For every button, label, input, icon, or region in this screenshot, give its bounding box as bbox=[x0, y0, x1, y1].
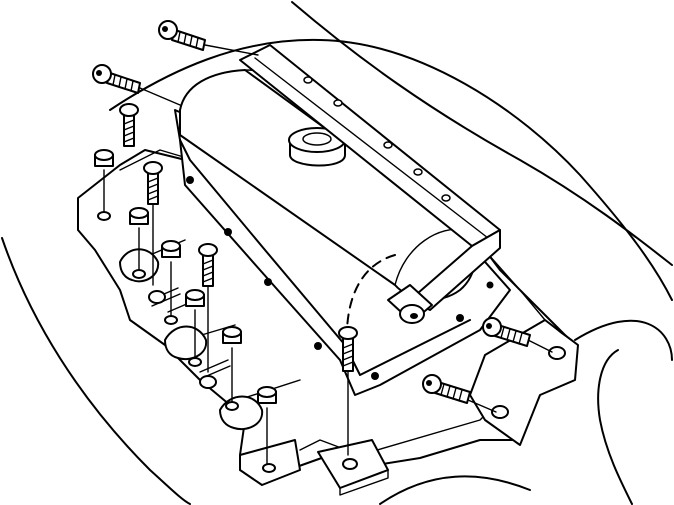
right-bracket-hole-upper bbox=[548, 346, 566, 360]
nut-6 bbox=[257, 386, 277, 473]
bracket-rail-inner bbox=[254, 57, 489, 239]
screw-shank bbox=[106, 72, 141, 94]
screw-right-1 bbox=[482, 317, 553, 353]
bracket-hole bbox=[383, 141, 393, 149]
rivet bbox=[371, 372, 379, 380]
bracket-hole bbox=[333, 99, 343, 107]
left-lower-curve bbox=[1, 237, 191, 505]
bottom-tab-hole bbox=[342, 458, 358, 470]
retaining-bracket bbox=[239, 44, 501, 324]
bracket-stud-hole bbox=[410, 313, 418, 319]
inflator-cap bbox=[288, 127, 346, 167]
nut-seat bbox=[97, 211, 111, 221]
front-mounting-tabs bbox=[239, 439, 389, 496]
bottom-mounting-tab-side bbox=[339, 469, 389, 496]
cap-inner-ring bbox=[302, 132, 332, 146]
screw-head-socket bbox=[96, 70, 102, 76]
tray-left-notch-3 bbox=[219, 395, 264, 430]
rivet bbox=[486, 281, 494, 289]
screw-right-2 bbox=[422, 374, 497, 413]
upper-surface-curve bbox=[291, 1, 673, 266]
screw-thread bbox=[342, 343, 354, 367]
bracket-hole bbox=[441, 194, 451, 202]
screw-head-socket bbox=[426, 380, 432, 386]
nut-seat bbox=[262, 463, 276, 473]
nut-seat bbox=[188, 357, 202, 367]
screw-vertical-3 bbox=[198, 243, 218, 373]
guide-line bbox=[204, 44, 259, 56]
screw-head bbox=[143, 161, 163, 175]
screw-head bbox=[338, 326, 358, 340]
rivet bbox=[186, 176, 194, 184]
screw-head bbox=[482, 317, 502, 337]
bracket-hole bbox=[413, 168, 423, 176]
bracket-end-arm bbox=[409, 229, 501, 311]
right-side-curve bbox=[597, 349, 633, 505]
screw-thread bbox=[177, 31, 199, 49]
bottom-arc-curve bbox=[379, 475, 531, 505]
tray-hole-1 bbox=[148, 290, 166, 304]
screw-vertical-2 bbox=[143, 161, 163, 286]
upper-arc-curve bbox=[109, 38, 673, 301]
nut-seat bbox=[132, 269, 146, 279]
hex-nuts bbox=[94, 149, 277, 473]
screw-head bbox=[198, 243, 218, 257]
screw-head bbox=[422, 374, 442, 394]
screw-vertical-4 bbox=[338, 326, 358, 456]
tray-left-notch-2 bbox=[164, 325, 208, 360]
nut-1 bbox=[94, 149, 114, 221]
nut-top bbox=[94, 149, 114, 161]
guide-line bbox=[139, 87, 181, 106]
screw-thread bbox=[147, 177, 159, 201]
rivet bbox=[456, 314, 464, 322]
screw-top-2 bbox=[92, 64, 181, 106]
housing-lower-lip bbox=[179, 139, 471, 376]
screw-thread bbox=[440, 383, 463, 402]
right-bracket-flange bbox=[544, 319, 579, 346]
nut-2 bbox=[129, 207, 149, 279]
nut-seat bbox=[225, 401, 239, 411]
housing-rivets bbox=[186, 176, 494, 380]
rivet bbox=[224, 228, 232, 236]
nut-5 bbox=[222, 326, 242, 411]
right-bracket-hole-lower bbox=[491, 405, 509, 419]
screw-thread bbox=[123, 119, 135, 143]
screw-top-1 bbox=[158, 20, 259, 56]
rivet bbox=[264, 278, 272, 286]
cap-screws bbox=[92, 20, 553, 456]
screw-head-socket bbox=[162, 26, 168, 32]
guide-line bbox=[467, 399, 497, 413]
nut-top bbox=[161, 240, 181, 252]
screw-head bbox=[158, 20, 178, 40]
screw-head bbox=[92, 64, 112, 84]
screw-head bbox=[119, 103, 139, 117]
nut-3 bbox=[161, 240, 181, 325]
screw-head-socket bbox=[486, 323, 492, 329]
bracket-holes bbox=[303, 76, 451, 202]
guide-line bbox=[527, 339, 553, 353]
nut-seat bbox=[164, 315, 178, 325]
nut-4 bbox=[185, 289, 205, 367]
nut-top bbox=[185, 289, 205, 301]
bracket-hole bbox=[303, 76, 313, 84]
rivet bbox=[314, 342, 322, 350]
screw-thread bbox=[112, 74, 134, 92]
left-bottom-tab bbox=[239, 439, 301, 486]
nut-top bbox=[222, 326, 242, 338]
screw-thread bbox=[500, 326, 523, 345]
right-pocket-curve bbox=[574, 319, 673, 361]
screw-vertical-1 bbox=[119, 103, 139, 147]
tray-hole-2 bbox=[199, 375, 217, 389]
nut-top bbox=[129, 207, 149, 219]
nut-top bbox=[257, 386, 277, 398]
module-housing bbox=[174, 69, 511, 396]
screw-thread bbox=[202, 259, 214, 283]
